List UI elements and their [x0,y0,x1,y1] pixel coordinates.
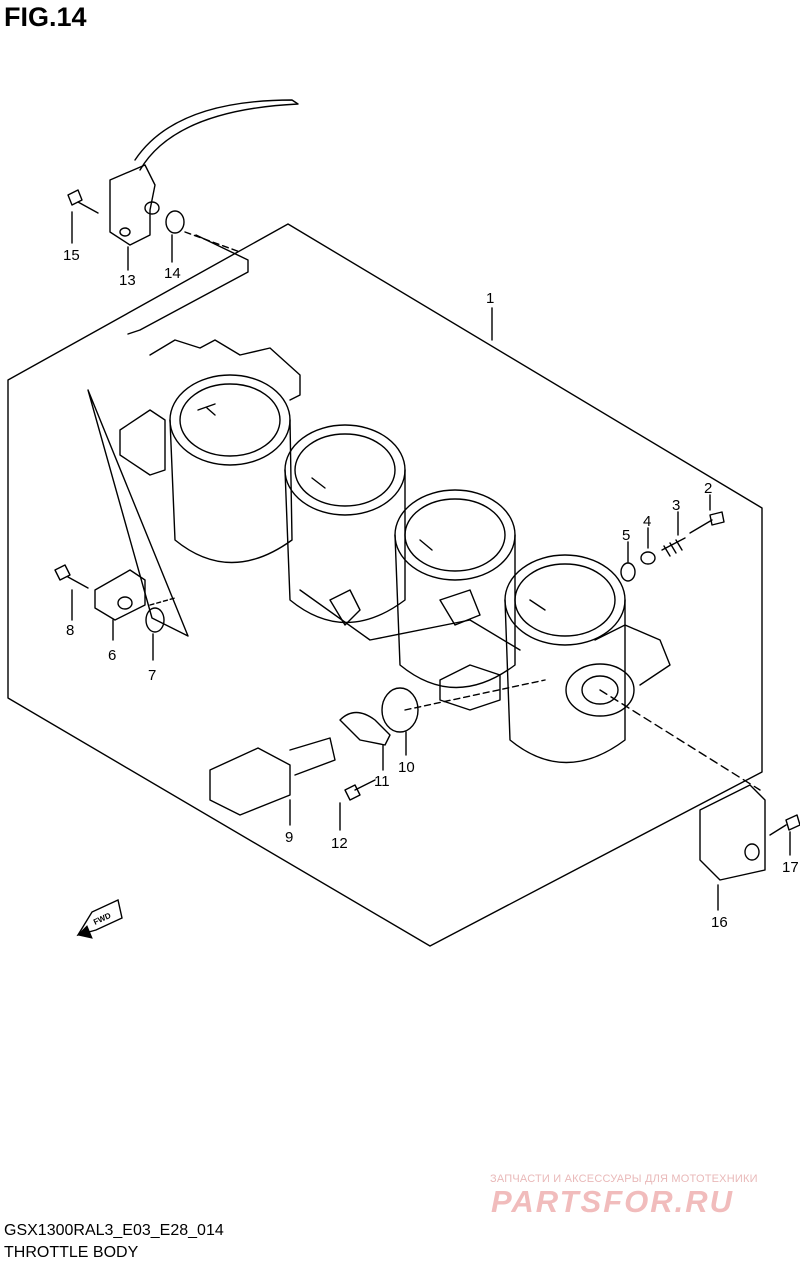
throttle-pulley-inner [581,675,619,705]
screw-15 [67,189,99,214]
left-side-fitting [119,409,166,476]
washer-4 [640,551,656,565]
callout-5: 5 [622,527,630,544]
callout-15: 15 [63,247,80,264]
inner-bracket-top [127,234,249,335]
throttle-pulley [565,663,635,717]
callout-9: 9 [285,829,293,846]
callout-1: 1 [486,290,494,307]
inner-bracket-left [87,389,189,637]
left-mount-bracket [149,339,301,401]
sensor-13-body [109,164,156,246]
figure-title: FIG.14 [4,2,87,32]
fuel-rail-fitting [329,589,481,626]
sensor-wire [134,99,299,171]
fwd-arrow-icon: FWD [76,899,123,939]
sensor-13-port [144,201,160,215]
callout-4: 4 [643,513,651,530]
screw-8 [54,564,89,589]
callout-6: 6 [108,647,116,664]
callout-16: 16 [711,914,728,931]
footer-model-code: GSX1300RAL3_E03_E28_014 [4,1222,224,1239]
right-side-bracket [594,624,671,686]
o-ring-5 [620,562,636,582]
footer-section-name: THROTTLE BODY [4,1244,139,1261]
bracket-16 [699,784,766,881]
throttle-bore-3 [394,489,516,689]
callout-11: 11 [374,773,390,790]
o-ring-7 [145,607,165,633]
callout-3: 3 [672,497,680,514]
o-ring-10 [381,687,419,733]
sensor-13-hole [119,227,131,237]
idle-valve-boss [439,664,501,711]
o-ring-14 [165,210,185,234]
throttle-bore-1 [169,374,293,564]
sensor-6-port [117,596,133,610]
screw-12 [344,779,376,801]
callout-17: 17 [782,859,799,876]
watermark-brand: PARTSFOR.RU [491,1184,735,1219]
throttle-linkage-rod [299,589,521,651]
throttle-bore-4 [504,554,626,764]
callout-12: 12 [331,835,348,852]
callout-7: 7 [148,667,156,684]
screw-2 [689,511,725,534]
callout-10: 10 [398,759,415,776]
spring-3 [661,537,686,557]
bolt-17 [769,814,800,836]
callout-13: 13 [119,272,136,289]
callout-2: 2 [704,480,712,497]
sensor-6-body [94,569,146,621]
watermark-tagline: ЗАПЧАСТИ И АКСЕССУАРЫ ДЛЯ МОТОТЕХНИКИ [490,1173,758,1185]
iac-valve-9 [209,737,336,816]
bracket-16-hole [744,843,760,861]
callout-labels: 1 2 3 4 5 6 7 8 9 10 11 12 13 14 15 16 1… [63,247,799,931]
callout-14: 14 [164,265,181,282]
clip-11 [339,711,391,746]
callout-8: 8 [66,622,74,639]
assembly-outline [7,223,763,947]
